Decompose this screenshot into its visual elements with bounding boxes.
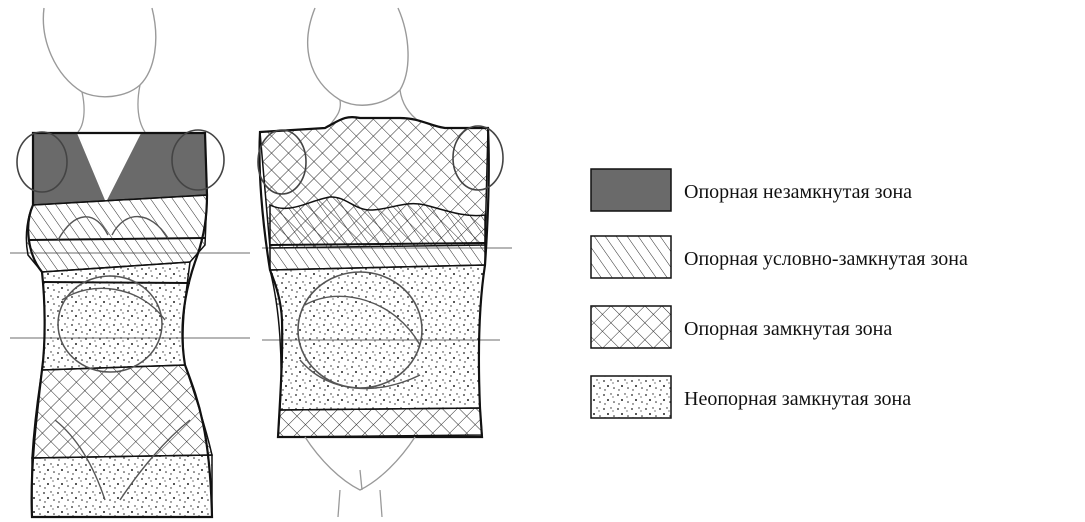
legend-item-non-support-closed: Неопорная замкнутая зона	[591, 376, 911, 418]
legend-item-support-open: Опорная незамкнутая зона	[591, 169, 912, 211]
back-figure	[258, 8, 512, 517]
legend-label-support-conditional: Опорная условно-замкнутая зона	[684, 248, 968, 270]
back-legs-sketch	[305, 437, 415, 517]
back-head-sketch	[308, 8, 408, 105]
front-zone-thighs-dots	[32, 455, 212, 517]
legend: Опорная незамкнутая зона Опорная условно…	[591, 169, 968, 418]
front-zone-open-support	[33, 133, 207, 205]
legend-swatch-diagonal-hatch	[591, 236, 671, 278]
legend-swatch-solid-dark	[591, 169, 671, 211]
legend-swatch-dots	[591, 376, 671, 418]
front-zone-conditional-support	[26, 195, 207, 272]
legend-label-support-open: Опорная незамкнутая зона	[684, 181, 912, 203]
legend-swatch-cross-hatch	[591, 306, 671, 348]
legend-item-support-conditional: Опорная условно-замкнутая зона	[591, 236, 968, 278]
front-zone-waist-dots	[42, 262, 190, 370]
front-figure	[10, 8, 250, 517]
front-head-sketch	[43, 8, 155, 97]
back-zone-hips-crosshatch	[278, 408, 482, 437]
legend-label-non-support-closed: Неопорная замкнутая зона	[684, 388, 911, 410]
legend-item-support-closed: Опорная замкнутая зона	[591, 306, 892, 348]
legend-label-support-closed: Опорная замкнутая зона	[684, 318, 892, 340]
front-zone-hips-crosshatch	[32, 365, 212, 458]
